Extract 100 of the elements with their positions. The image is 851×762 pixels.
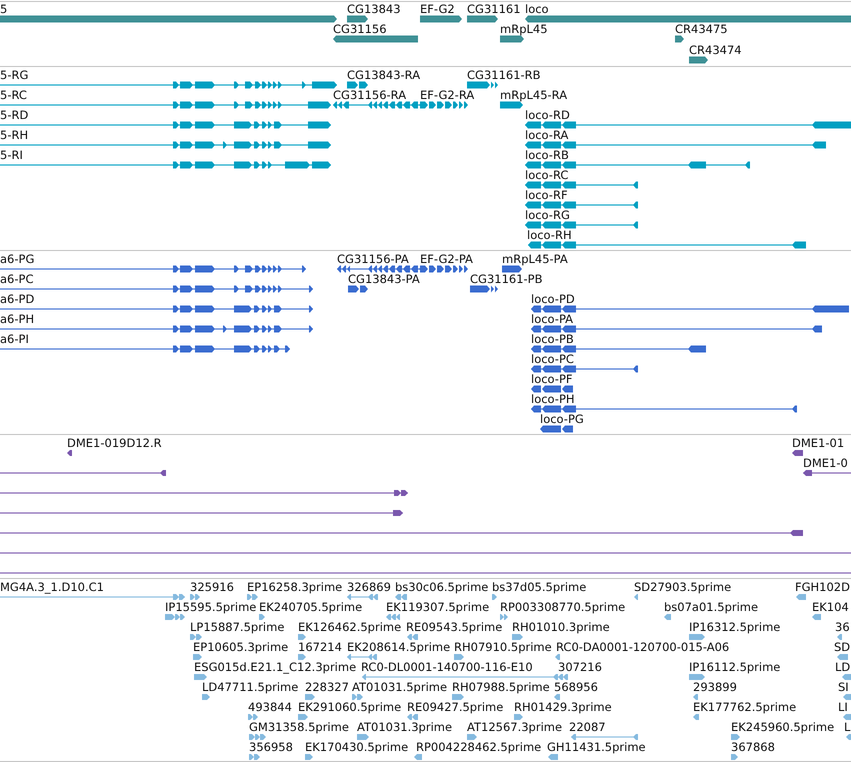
transcript-name: EF-G2-RA <box>420 89 474 101</box>
alignment-name: DME1-019D12.R <box>67 437 162 449</box>
est-name: bs37d05.5prime <box>492 581 586 593</box>
protein-name: loco-PD <box>531 293 575 305</box>
est-name: EK177762.5prime <box>693 701 796 713</box>
est-name: bs07a01.5prime <box>664 601 758 613</box>
est-name: LD <box>835 661 850 673</box>
est-name: 22087 <box>569 721 606 733</box>
protein-name: EF-G2-PA <box>420 253 473 265</box>
est-name: MG4A.3_1.D10.C1 <box>0 581 104 593</box>
transcript-name: CG13843-RA <box>347 69 420 81</box>
est-name: RP004228462.5prime <box>416 741 542 753</box>
est-name: EK126462.5prime <box>298 621 402 633</box>
est-name: EK104 <box>812 601 849 613</box>
est-name: 36 <box>835 621 850 633</box>
protein-name: a6-PD <box>0 293 34 305</box>
est-name: FGH102D <box>795 581 850 593</box>
est-name: SD <box>834 641 850 653</box>
protein-name: loco-PF <box>531 373 573 385</box>
est-name: SD27903.5prime <box>634 581 732 593</box>
protein-name: loco-PB <box>531 333 574 345</box>
protein-name: mRpL45-PA <box>502 253 568 265</box>
protein-name: loco-PG <box>540 413 584 425</box>
transcript-name: loco-RC <box>525 169 568 181</box>
gene-name: EF-G2 <box>420 3 455 15</box>
transcript-name: 5-RG <box>0 69 28 81</box>
gene-name: CR43475 <box>675 23 728 35</box>
est-name: RH01010.3prime <box>512 621 610 633</box>
est-name: GH11431.5prime <box>547 741 646 753</box>
est-name: RE09427.5prime <box>407 701 504 713</box>
est-name: RC0-DL0001-140700-116-E10 <box>361 661 533 673</box>
est-name: IP16112.5prime <box>689 661 780 673</box>
transcript-name: 5-RH <box>0 129 28 141</box>
est-name: RH07988.5prime <box>452 681 550 693</box>
est-name: EK291060.5prime <box>298 701 402 713</box>
est-name: EK245960.5prime <box>731 721 834 733</box>
transcript-name: loco-RG <box>525 209 570 221</box>
gene-name: mRpL45 <box>500 23 548 35</box>
protein-name: a6-PI <box>0 333 29 345</box>
transcript-name: CG31156-RA <box>333 89 406 101</box>
alignment-name: DME1-01 <box>792 437 844 449</box>
est-name: RC0-DA0001-120700-015-A06 <box>556 641 730 653</box>
protein-name: loco-PC <box>531 353 574 365</box>
est-name: 367868 <box>731 741 775 753</box>
est-name: L <box>844 721 850 733</box>
est-name: 167214 <box>298 641 342 653</box>
transcript-name: mRpL45-RA <box>500 89 568 101</box>
protein-name: a6-PH <box>0 313 34 325</box>
transcript-name: 5-RD <box>0 109 28 121</box>
est-name: 568956 <box>554 681 598 693</box>
protein-name: CG13843-PA <box>348 273 420 285</box>
est-name: GM31358.5prime <box>249 721 349 733</box>
est-name: SI <box>838 681 849 693</box>
est-name: EK240705.5prime <box>259 601 362 613</box>
gene-name: CG31156 <box>333 23 387 35</box>
gene-name: CG13843 <box>347 3 401 15</box>
est-name: AT01031.3prime <box>357 721 452 733</box>
alignment-name: DME1-0 <box>803 457 848 469</box>
est-name: 293899 <box>693 681 737 693</box>
est-name: EK119307.5prime <box>386 601 490 613</box>
est-name: bs30c06.5prime <box>395 581 488 593</box>
protein-name: a6-PG <box>0 253 34 265</box>
est-name: EP16258.3prime <box>247 581 342 593</box>
transcript-name: loco-RA <box>525 129 568 141</box>
transcript-name: loco-RH <box>527 229 572 241</box>
est-name: AT01031.5prime <box>352 681 448 693</box>
est-name: AT12567.3prime <box>467 721 562 733</box>
protein-name: a6-PC <box>0 273 34 285</box>
est-name: EK208614.5prime <box>347 641 450 653</box>
protein-name: loco-PH <box>531 393 575 405</box>
est-name: RH01429.3prime <box>514 701 612 713</box>
est-name: EK170430.5prime <box>305 741 408 753</box>
est-name: LP15887.5prime <box>190 621 284 633</box>
est-name: 493844 <box>248 701 292 713</box>
est-name: IP16312.5prime <box>689 621 780 633</box>
transcript-name: loco-RB <box>525 149 569 161</box>
est-name: LD47711.5prime <box>202 681 298 693</box>
protein-name: loco-PA <box>531 313 574 325</box>
est-name: 326869 <box>347 581 391 593</box>
protein-name: CG31161-PB <box>470 273 542 285</box>
gene-name: 5 <box>0 3 8 15</box>
est-name: 228327 <box>305 681 349 693</box>
transcript-name: loco-RD <box>525 109 570 121</box>
est-name: 356958 <box>249 741 293 753</box>
est-name: IP15595.5prime <box>165 601 256 613</box>
transcript-name: CG31161-RB <box>467 69 541 81</box>
est-name: 325916 <box>190 581 234 593</box>
est-name: 307216 <box>558 661 602 673</box>
est-name: ESG015d.E21.1_C12.3prime <box>194 661 356 673</box>
transcript-name: loco-RF <box>525 189 568 201</box>
est-name: LI <box>838 701 848 713</box>
transcript-name: 5-RC <box>0 89 27 101</box>
est-name: EP10605.3prime <box>193 641 288 653</box>
est-name: RH07910.5prime <box>454 641 552 653</box>
gene-name: CR43474 <box>689 44 742 56</box>
gene-name: CG31161 <box>467 3 521 15</box>
est-name: RP003308770.5prime <box>500 601 626 613</box>
gene-name: loco <box>525 3 549 15</box>
est-name: RE09543.5prime <box>406 621 502 633</box>
transcript-name: 5-RI <box>0 149 23 161</box>
